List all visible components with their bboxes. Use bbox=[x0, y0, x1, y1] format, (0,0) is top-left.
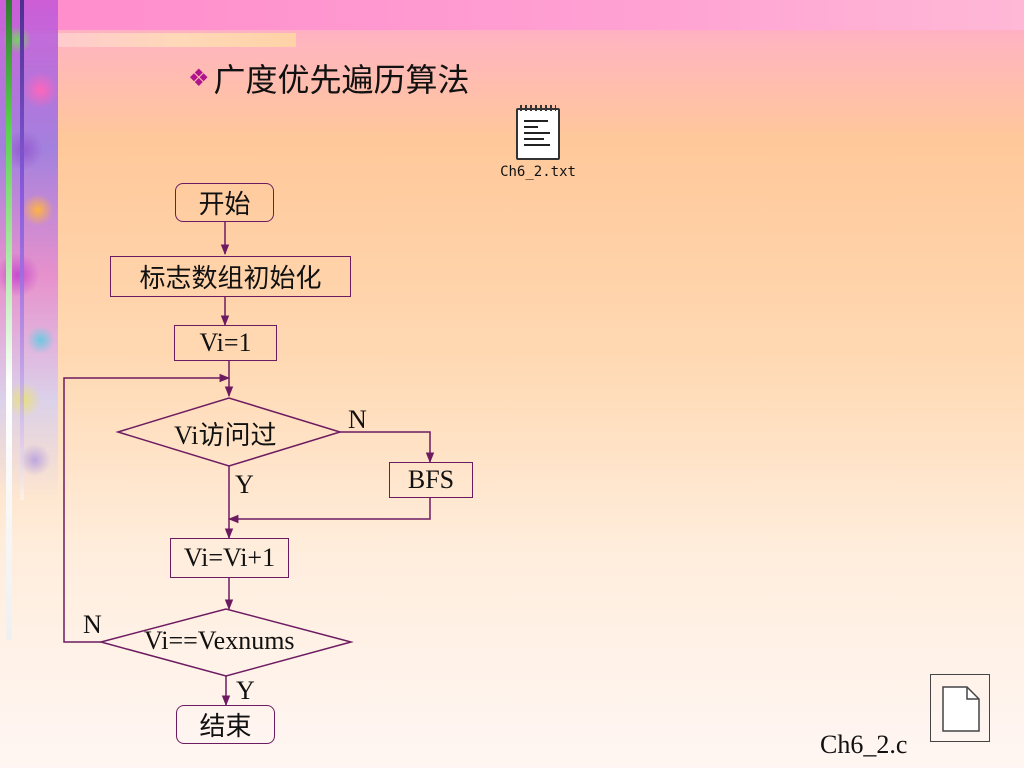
side-decorative-stripe bbox=[6, 0, 12, 640]
slide-title-row: ❖ 广度优先遍历算法 bbox=[188, 58, 470, 98]
top-decorative-band bbox=[0, 0, 1024, 30]
edge-label-visited-yes: Y bbox=[235, 470, 254, 499]
source-file-button[interactable] bbox=[930, 674, 990, 742]
edge-label-visited-no: N bbox=[348, 405, 367, 434]
document-icon bbox=[942, 686, 980, 732]
decision-diamond-end bbox=[98, 608, 354, 677]
flow-init-flags-node: 标志数组初始化 bbox=[110, 256, 351, 297]
flow-end-check-label: Vi==Vexnums bbox=[144, 626, 295, 655]
flow-set-vi-node: Vi=1 bbox=[174, 325, 277, 361]
edge-label-end-yes: Y bbox=[236, 676, 255, 705]
edge-bfs-merge bbox=[227, 498, 431, 524]
attachment-file[interactable]: Ch6_2.txt bbox=[496, 105, 580, 180]
source-file-link[interactable]: Ch6_2.c bbox=[820, 730, 908, 759]
decision-diamond-visited bbox=[115, 397, 343, 467]
flow-increment-node: Vi=Vi+1 bbox=[170, 538, 289, 578]
slide-title: 广度优先遍历算法 bbox=[213, 62, 470, 98]
flow-visited-check-label: Vi访问过 bbox=[174, 421, 277, 450]
notepad-text-file-icon bbox=[516, 105, 560, 160]
flow-bfs-node: BFS bbox=[389, 462, 473, 498]
flow-start-node: 开始 bbox=[175, 183, 274, 222]
edge-label-end-no: N bbox=[83, 610, 102, 639]
top-decorative-strip bbox=[0, 33, 296, 47]
attachment-caption: Ch6_2.txt bbox=[500, 164, 576, 180]
diamond-bullet-icon: ❖ bbox=[188, 65, 210, 92]
flow-end-node: 结束 bbox=[176, 705, 275, 744]
edge-check-no-to-bfs bbox=[340, 431, 435, 464]
edge-endcheck-no-loop bbox=[63, 373, 231, 643]
side-decorative-stripe bbox=[20, 0, 24, 500]
